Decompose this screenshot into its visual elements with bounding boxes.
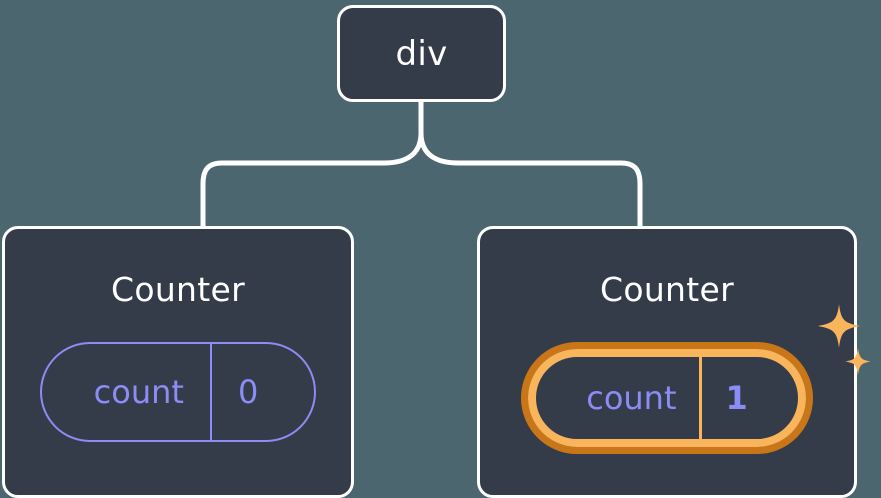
- state-value-left: 0: [209, 344, 314, 440]
- node-div-label: div: [395, 33, 448, 74]
- state-key-right: count: [586, 379, 677, 417]
- sparkle-large-icon: [817, 304, 860, 348]
- connector-to-left-counter: [200, 130, 424, 229]
- state-pill-right[interactable]: count 1: [521, 342, 813, 454]
- state-key-left: count: [93, 373, 184, 411]
- state-pill-wrapper-left: count 0: [39, 342, 317, 442]
- state-pill-wrapper-right: count 1: [521, 304, 871, 454]
- node-counter-right[interactable]: Counter count 1: [477, 226, 871, 498]
- connector-to-right-counter: [418, 130, 643, 229]
- state-pill-left[interactable]: count 0: [39, 342, 317, 442]
- state-value-right: 1: [698, 349, 806, 447]
- node-counter-left[interactable]: Counter count 0: [2, 226, 354, 498]
- node-counter-right-title: Counter: [600, 270, 734, 309]
- node-counter-left-title: Counter: [111, 270, 245, 309]
- node-div[interactable]: div: [337, 5, 506, 102]
